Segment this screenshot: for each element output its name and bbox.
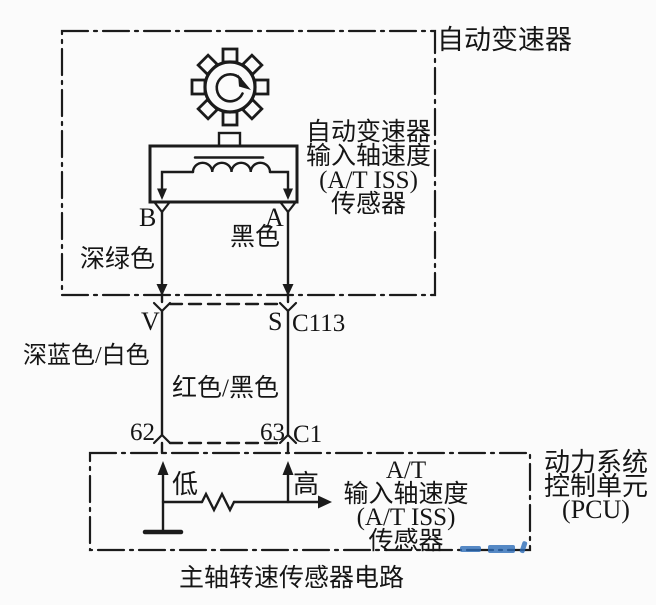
- pcu-sensor-line3: (A/T ISS): [356, 504, 456, 531]
- sensor-name-line3: (A/T ISS): [319, 167, 418, 194]
- pin-s-label: S: [268, 307, 283, 336]
- sensor-name-line4: 传感器: [330, 191, 406, 218]
- down-arrow-icon: [157, 188, 167, 200]
- sensor-name-line1: 自动变速器: [305, 119, 431, 146]
- down-arrow-icon: [156, 284, 168, 296]
- coil-icon: [191, 161, 272, 174]
- connector-c113-label: C113: [292, 310, 346, 337]
- terminal-fork-b: [153, 201, 171, 214]
- wire-a-color-label: 黑色: [230, 224, 281, 251]
- terminal-b-label: B: [139, 203, 157, 232]
- rotation-arrow-icon: [215, 73, 251, 103]
- gear-icon: [190, 47, 270, 127]
- pcu-sensor-name-label: A/T 输入轴速度 (A/T ISS) 传感器: [333, 457, 479, 555]
- up-arrow-icon: [157, 461, 169, 475]
- pcu-title-label: 动力系统 控制单元 (PCU): [534, 448, 656, 524]
- pcu-sensor-line2: 输入轴速度: [343, 480, 469, 508]
- pcu-sensor-line4: 传感器: [368, 527, 444, 555]
- pcu-title-line2: 控制单元: [543, 471, 648, 501]
- coil-lead-left: [160, 170, 195, 191]
- pcu-high-label: 高: [293, 470, 320, 499]
- coil-lead-right: [268, 170, 290, 191]
- diagram-caption: 主轴转速传感器电路: [179, 565, 405, 592]
- sensor-tab: [217, 131, 242, 148]
- pin-63-label: 63: [260, 419, 285, 446]
- sensor-name-line2: 输入轴速度: [305, 143, 431, 170]
- pcu-sensor-line1: A/T: [385, 457, 427, 484]
- connector-fork-62: [152, 433, 172, 445]
- transmission-box: [60, 29, 437, 297]
- down-arrow-icon: [282, 284, 294, 296]
- pin-62-label: 62: [130, 419, 155, 446]
- wire-s-color-label: 红色/黑色: [172, 375, 279, 402]
- wire-b-color-label: 深绿色: [80, 246, 156, 273]
- wire-v-color-label: 深蓝色/白色: [23, 343, 150, 369]
- pcu-title-line1: 动力系统: [543, 448, 648, 477]
- sensor-name-label: 自动变速器 输入轴速度 (A/T ISS) 传感器: [300, 119, 437, 218]
- watermark: [460, 541, 528, 554]
- down-arrow-icon: [283, 188, 293, 200]
- up-arrow-icon: [282, 461, 294, 475]
- connector-c1-label: C1: [293, 421, 323, 448]
- transmission-box-label: 自动变速器: [437, 25, 572, 55]
- resistor-icon: [200, 491, 236, 513]
- pcu-box: [88, 451, 532, 552]
- right-arrow-icon: [318, 495, 332, 509]
- connector-fork-63: [278, 433, 298, 445]
- sensor-box: [148, 144, 299, 204]
- terminal-a-label: A: [265, 203, 284, 232]
- pcu-low-label: 低: [172, 470, 199, 499]
- pcu-title-line3: (PCU): [562, 495, 630, 524]
- pin-v-label: V: [141, 307, 160, 336]
